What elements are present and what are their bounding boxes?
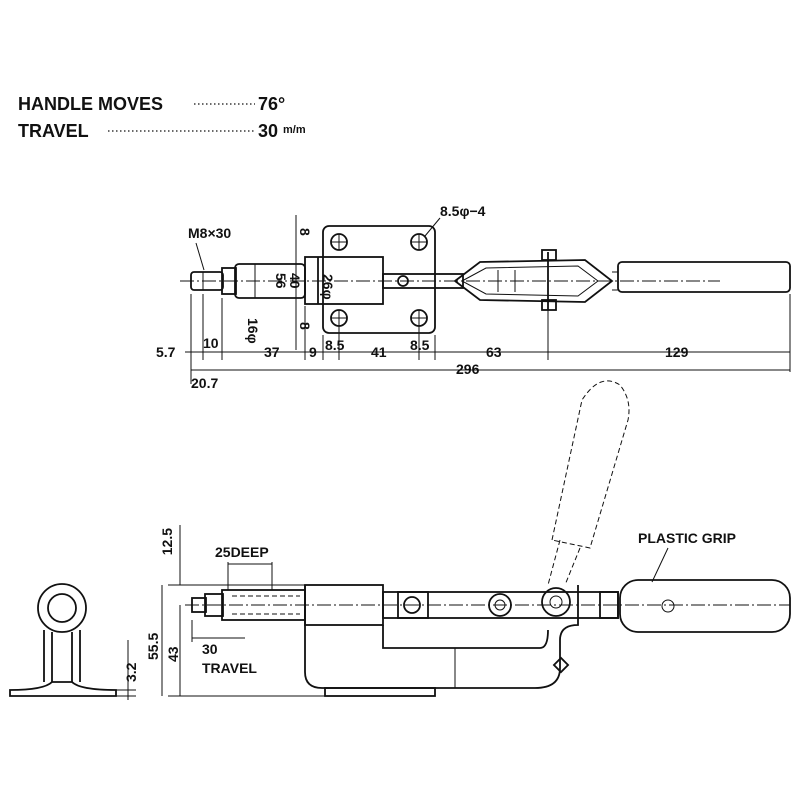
dim-26phi: 26φ bbox=[320, 274, 336, 300]
end-legs bbox=[43, 630, 81, 682]
travel-unit: m/m bbox=[283, 124, 306, 136]
plunger-thread bbox=[190, 271, 224, 291]
top-handle-grip bbox=[617, 261, 791, 293]
header-notes: HANDLE MOVES 76° TRAVEL 30 m/m bbox=[18, 94, 306, 141]
travel-side-label: TRAVEL bbox=[202, 660, 257, 676]
dim-8-5-right: 8.5 bbox=[410, 337, 430, 353]
dim-296: 296 bbox=[456, 361, 480, 377]
body-pin bbox=[552, 656, 570, 674]
dim-9: 9 bbox=[309, 344, 317, 360]
dim-56: 56 bbox=[273, 273, 289, 289]
housing bbox=[304, 256, 384, 305]
top-view: M8×30 8.5φ−4 8 56 40 26φ 16φ 8 5.7 10 37… bbox=[156, 203, 791, 391]
dim-30: 30 bbox=[202, 641, 218, 657]
link-arms bbox=[453, 259, 614, 303]
plunger-nut bbox=[221, 267, 237, 295]
travel-label: TRAVEL bbox=[18, 121, 89, 141]
clamp-body bbox=[304, 585, 579, 689]
pivot-3 bbox=[541, 587, 571, 617]
end-inner-ring bbox=[47, 593, 77, 623]
travel-value: 30 bbox=[258, 121, 278, 141]
dim-129: 129 bbox=[665, 344, 689, 360]
end-outer-ring bbox=[37, 583, 87, 633]
dim-5-7: 5.7 bbox=[156, 344, 176, 360]
dim-20-7: 20.7 bbox=[191, 375, 218, 391]
dim-8-top: 8 bbox=[297, 228, 313, 236]
dim-16phi: 16φ bbox=[245, 318, 261, 344]
handle-moves-value: 76° bbox=[258, 94, 285, 114]
dim-12-5: 12.5 bbox=[159, 528, 175, 555]
thread-label: M8×30 bbox=[188, 225, 231, 241]
deep-label: 25DEEP bbox=[215, 544, 269, 560]
side-base bbox=[324, 687, 436, 697]
plastic-grip-label: PLASTIC GRIP bbox=[638, 530, 736, 546]
dim-63: 63 bbox=[486, 344, 502, 360]
pivot-1 bbox=[403, 596, 421, 614]
dim-37: 37 bbox=[264, 344, 280, 360]
dim-43: 43 bbox=[165, 646, 181, 662]
dim-40: 40 bbox=[287, 273, 303, 289]
side-view: PLASTIC GRIP 12.5 55.5 43 25DEEP 30 TRAV… bbox=[145, 380, 791, 697]
dim-41: 41 bbox=[371, 344, 387, 360]
end-base bbox=[9, 681, 117, 697]
raised-handle-phantom bbox=[551, 380, 630, 549]
side-handle-grip bbox=[619, 579, 791, 633]
dim-10: 10 bbox=[203, 335, 219, 351]
hole-spec-label: 8.5φ−4 bbox=[440, 203, 486, 219]
dim-3-2: 3.2 bbox=[123, 662, 139, 682]
dim-55-5: 55.5 bbox=[145, 633, 161, 660]
base-plate bbox=[322, 225, 436, 334]
plunger bbox=[234, 263, 306, 299]
handle-moves-label: HANDLE MOVES bbox=[18, 94, 163, 114]
end-view: 3.2 bbox=[9, 583, 139, 700]
dim-8-5-left: 8.5 bbox=[325, 337, 345, 353]
